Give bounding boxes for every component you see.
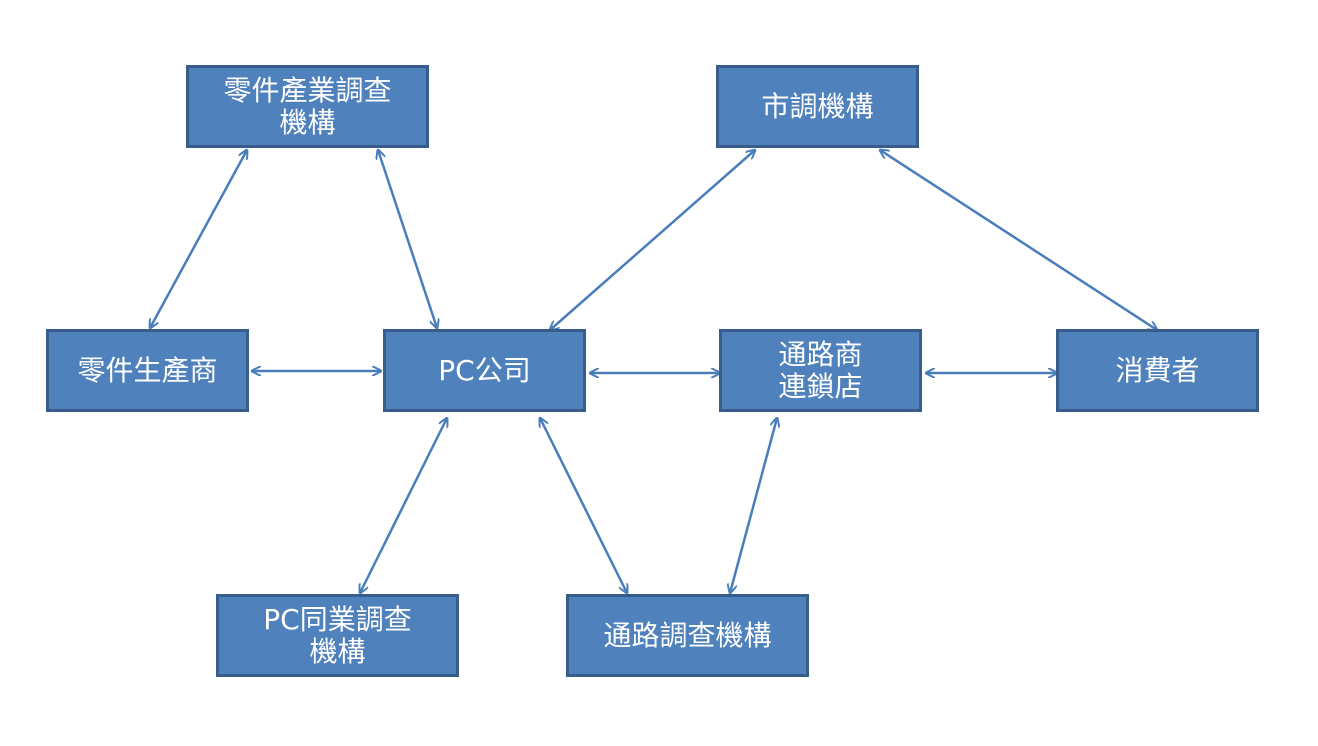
node-pc-company[interactable]: PC公司 xyxy=(383,329,586,412)
edge-parts-research-parts-maker xyxy=(150,150,247,328)
node-pc-peer-research[interactable]: PC同業調查 機構 xyxy=(216,594,459,677)
edge-channel-chain-channel-research xyxy=(730,418,777,593)
node-channel-chain-store[interactable]: 通路商 連鎖店 xyxy=(719,329,922,412)
node-parts-maker[interactable]: 零件生產商 xyxy=(46,329,249,412)
edge-pc-company-pc-peer-research xyxy=(360,418,447,593)
edge-pc-company-channel-research xyxy=(540,418,627,593)
edge-market-research-pc-company xyxy=(550,150,755,330)
node-consumer[interactable]: 消費者 xyxy=(1056,329,1259,412)
node-parts-industry-research[interactable]: 零件產業調查 機構 xyxy=(186,65,429,148)
edge-market-research-consumer xyxy=(880,150,1157,330)
node-channel-research[interactable]: 通路調查機構 xyxy=(566,594,809,677)
node-market-research[interactable]: 市調機構 xyxy=(716,65,919,148)
edge-parts-research-pc-company xyxy=(378,150,437,328)
